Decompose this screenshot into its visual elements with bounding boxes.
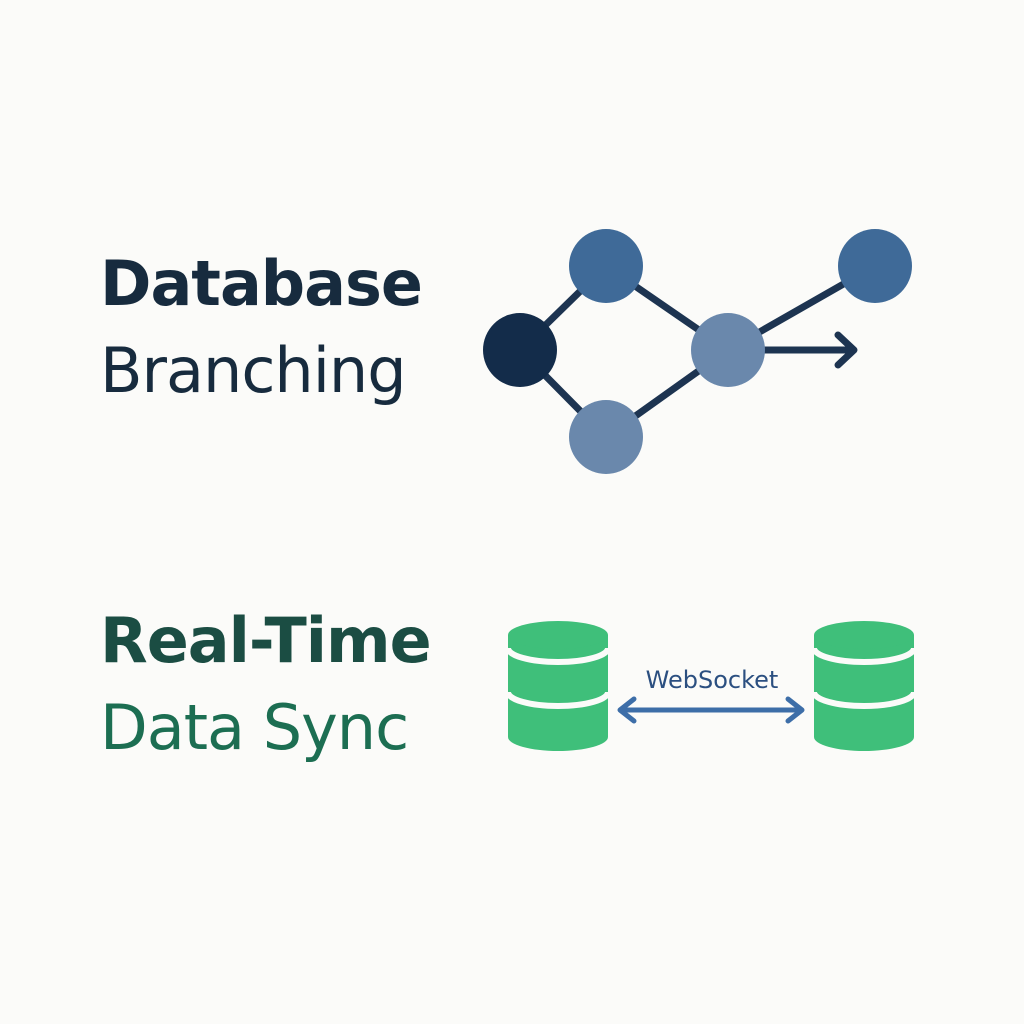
sync-title-line1: Real-Time xyxy=(100,604,432,677)
websocket-label: WebSocket xyxy=(646,666,779,694)
database-icon-left xyxy=(505,621,611,751)
branching-title-line1: Database xyxy=(100,247,423,320)
arrowhead-right xyxy=(834,331,858,369)
bidirectional-arrow xyxy=(617,696,805,724)
database-icon-right xyxy=(811,621,917,751)
node-bottom xyxy=(569,400,643,474)
node-top xyxy=(569,229,643,303)
node-branch-end xyxy=(838,229,912,303)
sync-title-line2: Data Sync xyxy=(100,691,409,764)
node-root xyxy=(483,313,557,387)
node-merge xyxy=(691,313,765,387)
branching-title-line2: Branching xyxy=(100,334,407,407)
